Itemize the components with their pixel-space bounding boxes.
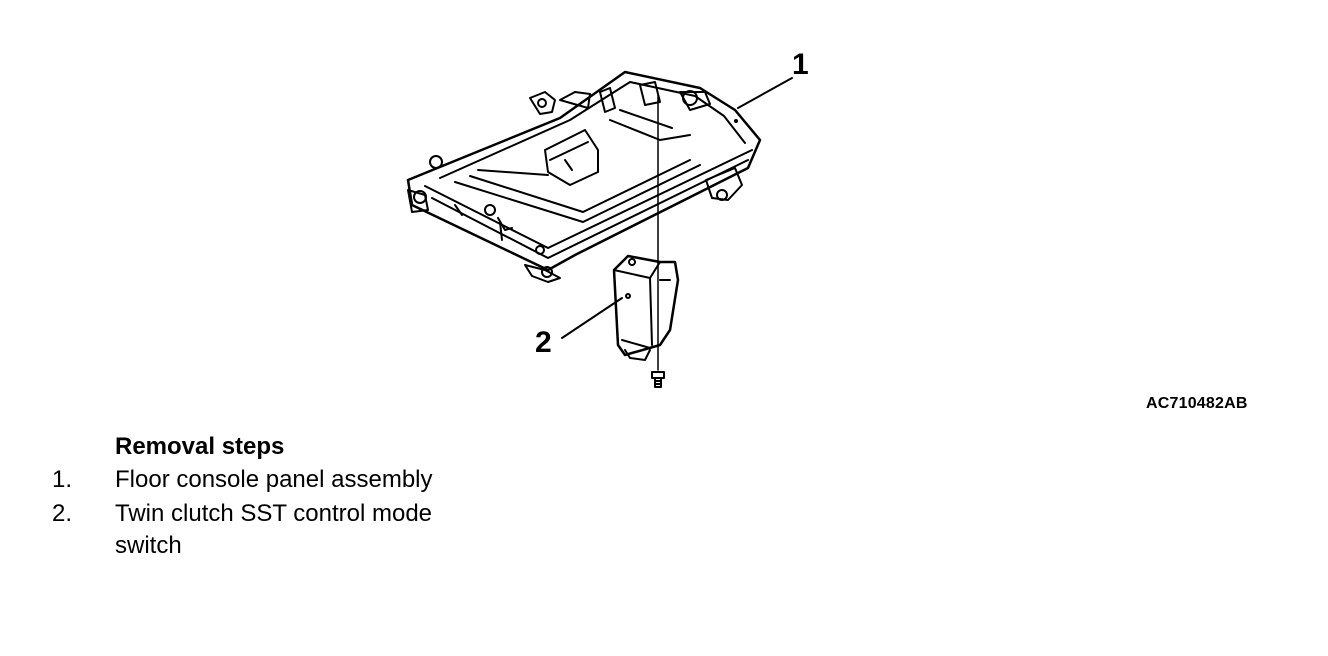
step-text: Twin clutch SST control mode switch <box>115 500 433 559</box>
callout-label-2: 2 <box>535 326 552 359</box>
callout-label-1: 1 <box>792 48 809 81</box>
exploded-view-illustration <box>406 70 793 388</box>
removal-step: 1. Floor console panel assembly <box>52 464 512 496</box>
leader-dot-1 <box>734 119 738 123</box>
removal-steps: Removal steps 1. Floor console panel ass… <box>52 432 512 562</box>
floor-console-panel-assembly-drawing <box>406 70 762 283</box>
leader-line-2 <box>561 297 623 339</box>
removal-step: 2. Twin clutch SST control mode switch <box>52 498 512 562</box>
twin-clutch-sst-control-mode-switch-drawing <box>612 254 680 361</box>
figure-code: AC710482AB <box>1146 395 1248 412</box>
leader-line-1 <box>737 77 793 109</box>
screw-drawing <box>651 371 665 388</box>
step-text: Floor console panel assembly <box>115 466 433 493</box>
step-number: 1. <box>52 466 73 493</box>
removal-steps-heading: Removal steps <box>115 433 285 460</box>
step-number: 2. <box>52 500 73 527</box>
